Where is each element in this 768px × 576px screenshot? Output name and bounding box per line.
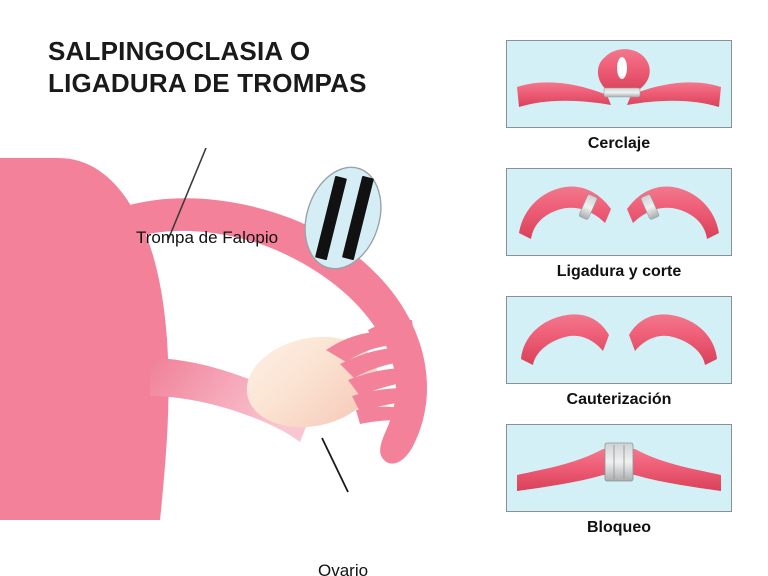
- tube-clip-block-icon: [517, 442, 721, 491]
- panel-cauterizacion-caption: Cauterización: [566, 391, 672, 408]
- panel-cerclaje: Cerclaje: [506, 40, 732, 153]
- ligation-bar-1: [315, 176, 347, 260]
- methods-panel-list: Cerclaje Ligadura y corte: [506, 40, 732, 540]
- panel-ligadura-figure: [506, 168, 732, 256]
- uterus-body: [0, 158, 169, 520]
- panel-ligadura-y-corte: Ligadura y corte: [506, 168, 732, 281]
- panel-bloqueo-figure: [506, 424, 732, 512]
- label-ovario: Ovario: [318, 561, 369, 576]
- panel-cerclaje-caption: Cerclaje: [587, 135, 651, 152]
- leader-line-trompa: [167, 147, 207, 241]
- panel-bloqueo-caption: Bloqueo: [587, 519, 651, 536]
- panel-ligadura-caption: Ligadura y corte: [556, 263, 682, 280]
- ligation-bar-2: [342, 176, 374, 260]
- anatomy-illustration: Trompa de Falopio Ovario: [0, 100, 480, 576]
- anatomy-svg: [0, 147, 427, 520]
- tube-cauterized-icon: [521, 314, 717, 365]
- fimbriae: [326, 319, 414, 424]
- tube-ligated-cut-icon: [519, 186, 719, 239]
- panel-cauterizacion: Cauterización: [506, 296, 732, 409]
- label-trompa-de-falopio: Trompa de Falopio: [136, 228, 279, 247]
- tube-loop-band-icon: [517, 49, 721, 107]
- leader-line-ovario: [321, 437, 349, 493]
- panel-cauterizacion-figure: [506, 296, 732, 384]
- panel-cerclaje-figure: [506, 40, 732, 128]
- ligation-site-highlight: [304, 166, 382, 270]
- page-title: SALPINGOCLASIA O LIGADURA DE TROMPAS: [48, 36, 367, 98]
- panel-bloqueo: Bloqueo: [506, 424, 732, 537]
